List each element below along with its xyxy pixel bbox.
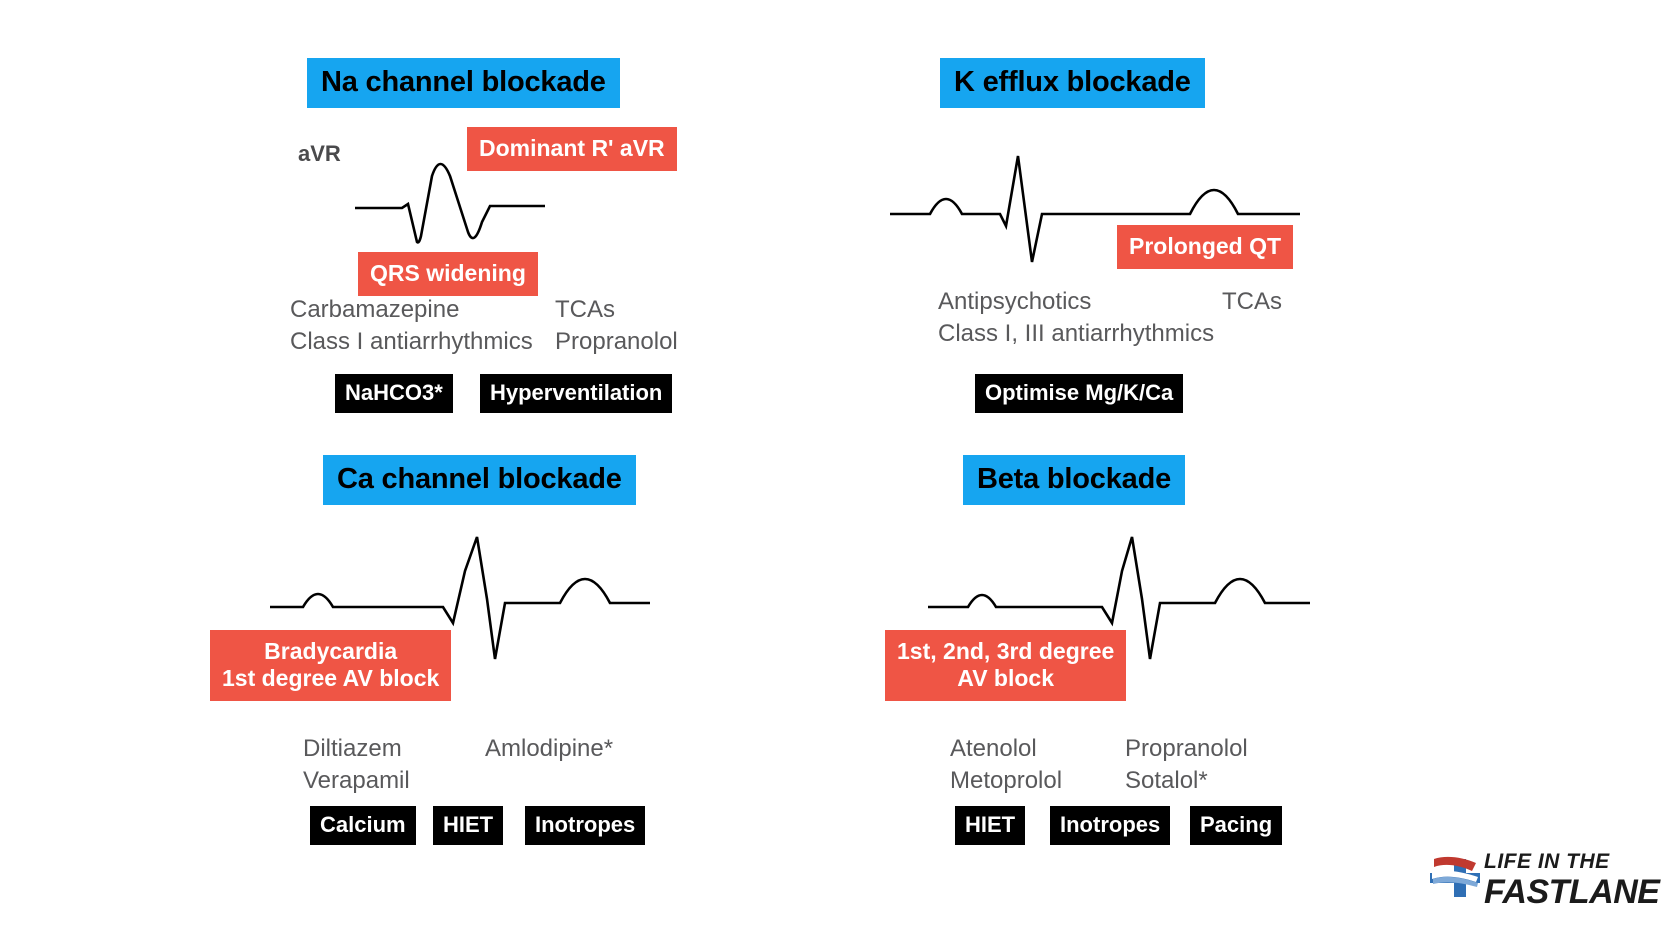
drug-item: Propranolol — [555, 327, 678, 355]
panel-title-k-efflux-blockade: K efflux blockade — [940, 58, 1205, 108]
lifl-wordmark: LIFE IN THE FASTLANE — [1484, 845, 1660, 911]
drug-list-na-right: TCAs Propranolol — [555, 294, 678, 357]
drug-item: Atenolol — [950, 735, 1037, 762]
treatment-hiet: HIET — [955, 806, 1026, 845]
logo-line-2: FASTLANE — [1484, 873, 1660, 911]
drug-item: Metoprolol — [950, 766, 1063, 794]
drug-item: Verapamil — [303, 766, 410, 794]
drug-list-k-right: TCAs — [1222, 286, 1282, 318]
drug-item: TCAs — [1222, 288, 1282, 315]
callout-prolonged-qt: Prolonged QT — [1117, 225, 1294, 270]
panel-na-channel-blockade: Na channel blockade aVR Dominant R' aVR … — [180, 30, 920, 460]
treatment-optimise-mg-k-ca: Optimise Mg/K/Ca — [975, 374, 1184, 413]
drug-list-ca-left: Diltiazem Verapamil — [303, 733, 410, 796]
callout-dominant-r-avr: Dominant R' aVR — [467, 127, 677, 172]
treatment-pacing: Pacing — [1190, 806, 1283, 845]
drug-item: Class I, III antiarrhythmics — [938, 319, 1215, 347]
callout-line-1: 1st, 2nd, 3rd degree — [897, 638, 1115, 664]
drug-item: Sotalol* — [1125, 766, 1208, 794]
drug-item: Propranolol — [1125, 735, 1248, 762]
treatment-inotropes: Inotropes — [525, 806, 646, 845]
panel-title-na-channel-blockade: Na channel blockade — [307, 58, 620, 108]
drug-item: Class I antiarrhythmics — [290, 327, 533, 355]
ecg-trace-na-channel — [340, 120, 560, 250]
callout-line-2: 1st degree AV block — [222, 665, 440, 692]
callout-degree-av-block: 1st, 2nd, 3rd degree AV block — [885, 630, 1127, 702]
drug-list-k-left: Antipsychotics Class I, III antiarrhythm… — [938, 286, 1214, 349]
drug-item: TCAs — [555, 296, 615, 323]
drug-item: Amlodipine* — [485, 735, 614, 762]
drug-item: Carbamazepine — [290, 296, 460, 323]
drug-list-na-left: Carbamazepine Class I antiarrhythmics — [290, 294, 533, 357]
callout-line-1: Bradycardia — [264, 638, 398, 664]
treatment-nahco3: NaHCO3* — [335, 374, 453, 413]
panel-title-ca-channel-blockade: Ca channel blockade — [323, 455, 636, 505]
drug-list-ca-right: Amlodipine* — [485, 733, 613, 765]
ecg-trace-beta — [910, 515, 1330, 675]
callout-line-2: AV block — [957, 665, 1055, 692]
lifl-cross-icon — [1428, 853, 1482, 899]
panel-ca-channel-blockade: Ca channel blockade Bradycardia 1st degr… — [180, 455, 920, 885]
callout-qrs-widening: QRS widening — [358, 252, 538, 297]
drug-item: Antipsychotics — [938, 288, 1092, 315]
panel-beta-blockade: Beta blockade 1st, 2nd, 3rd degree AV bl… — [860, 455, 1600, 885]
panel-title-beta-blockade: Beta blockade — [963, 455, 1186, 505]
treatment-hyperventilation: Hyperventilation — [480, 374, 673, 413]
lead-label-avr: aVR — [298, 141, 341, 166]
drug-list-beta-left: Atenolol Metoprolol — [950, 733, 1062, 796]
treatment-inotropes: Inotropes — [1050, 806, 1171, 845]
ecg-trace-ca-channel — [255, 515, 665, 675]
drug-item: Diltiazem — [303, 735, 402, 762]
treatment-calcium: Calcium — [310, 806, 416, 845]
drug-list-beta-right: Propranolol Sotalol* — [1125, 733, 1248, 796]
ecg-trace-k-efflux — [870, 130, 1320, 270]
callout-bradycardia-av-block: Bradycardia 1st degree AV block — [210, 630, 452, 702]
treatment-hiet: HIET — [433, 806, 504, 845]
life-in-the-fastlane-logo: LIFE IN THE FASTLANE — [1428, 845, 1660, 911]
logo-line-1: LIFE IN THE — [1484, 850, 1610, 873]
panel-k-efflux-blockade: K efflux blockade Prolonged QT Antipsych… — [860, 30, 1600, 460]
